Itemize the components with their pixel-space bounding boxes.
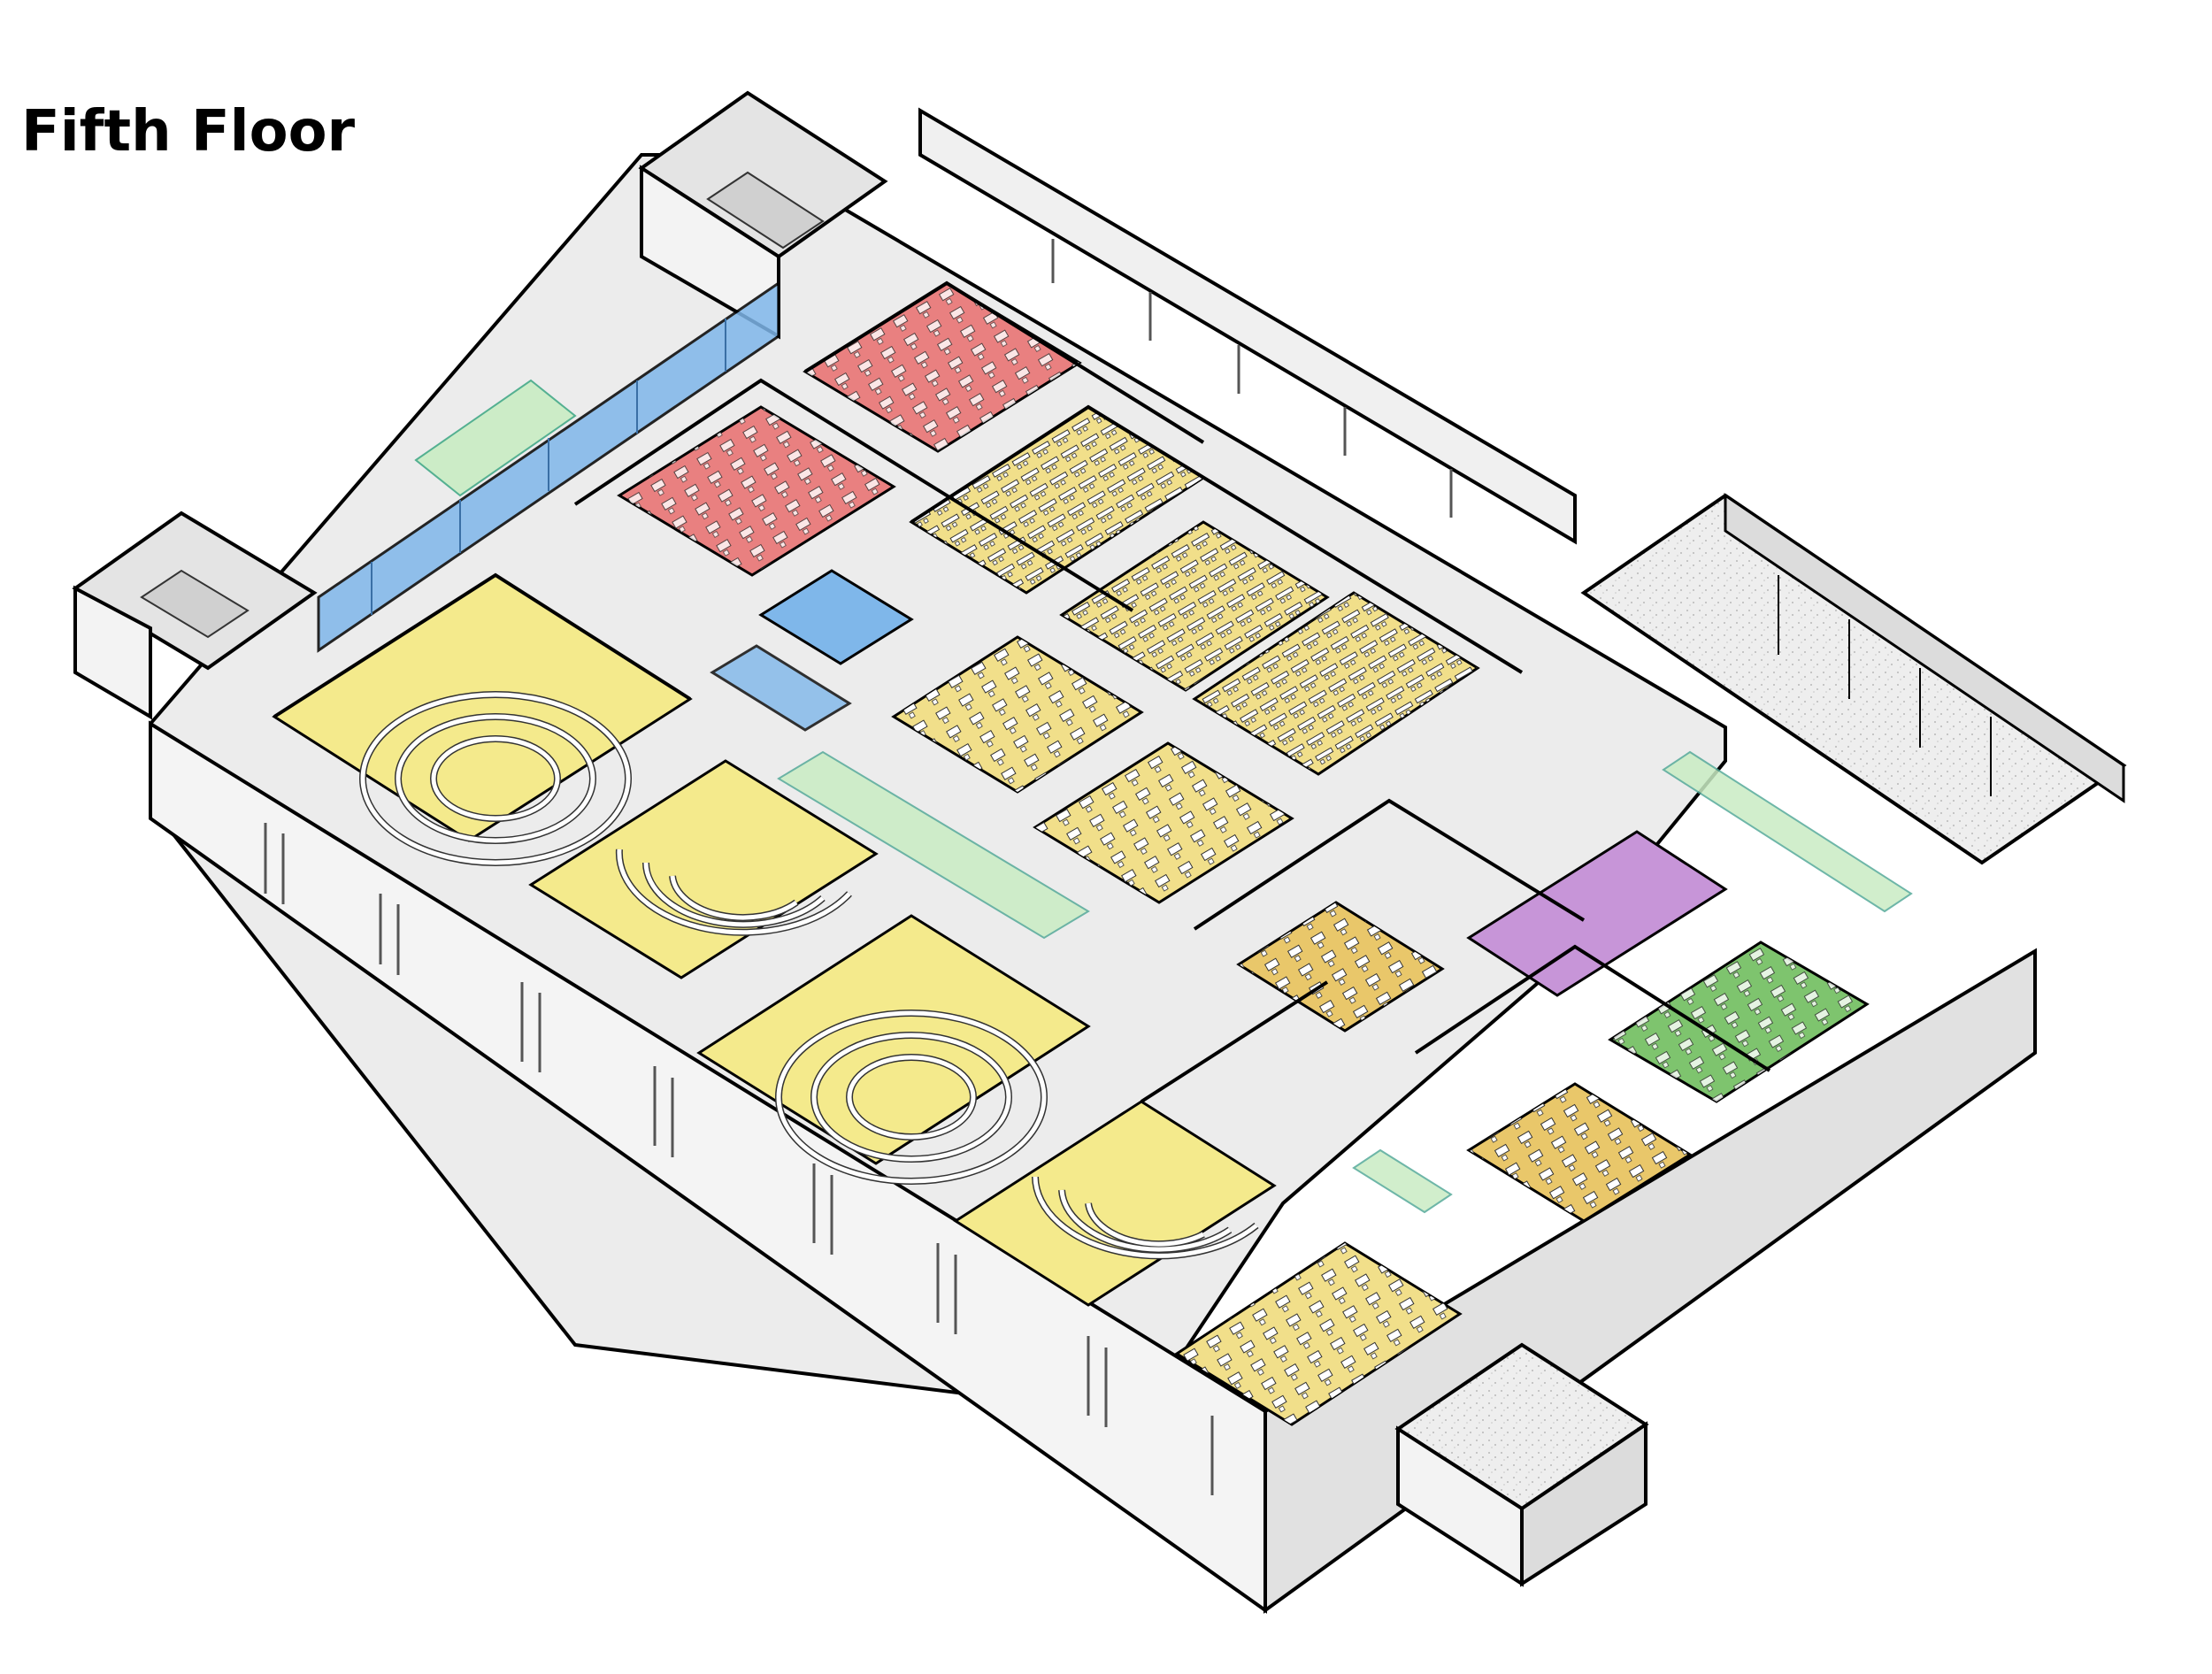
floor-title: Fifth Floor — [21, 99, 356, 165]
stair-tower-west — [72, 511, 318, 720]
wall-caps — [273, 280, 1771, 1103]
lecture-hall-1 — [272, 573, 693, 866]
classroom-6 — [1033, 741, 1294, 904]
lecture-hall-4 — [953, 1100, 1277, 1307]
classroom-4 — [1192, 591, 1480, 776]
classroom-3 — [1059, 520, 1330, 692]
facade-windows — [264, 823, 1214, 1495]
service-wing-east — [1580, 493, 2127, 865]
lab-green — [1608, 941, 1870, 1103]
seminar-2 — [1466, 1082, 1693, 1223]
classroom-5 — [891, 635, 1144, 794]
lounge — [710, 569, 914, 732]
lecture-hall-3 — [696, 914, 1091, 1185]
northeast-windows — [1051, 239, 1453, 518]
classroom-1 — [1174, 1241, 1463, 1426]
stair-tower-north — [638, 90, 888, 340]
exterior-wall-northeast — [918, 107, 1577, 545]
seminar-1 — [1236, 901, 1445, 1033]
glazed-corridor-interior — [777, 750, 1913, 1214]
glazed-corridor — [317, 280, 780, 653]
lecture-hall-2 — [528, 759, 879, 979]
lab-red-2 — [617, 405, 896, 577]
stair-tower-south — [1394, 1342, 1649, 1587]
